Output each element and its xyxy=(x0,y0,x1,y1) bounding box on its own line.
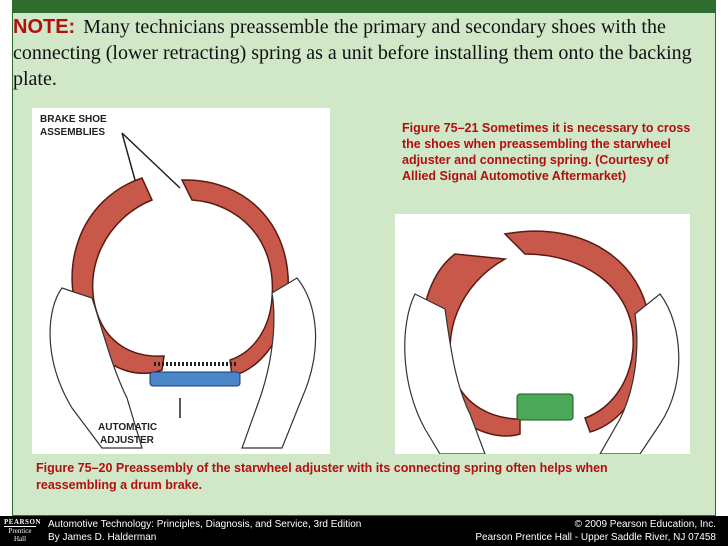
footer-right: © 2009 Pearson Education, Inc. Pearson P… xyxy=(475,519,716,544)
label-assemblies: ASSEMBLIES xyxy=(40,127,105,138)
secondary-shoe xyxy=(503,230,651,433)
note-text: Many technicians preassemble the primary… xyxy=(13,16,692,90)
right-hand xyxy=(241,277,317,449)
logo-prentice: Prentice xyxy=(8,527,32,535)
starwheel-adjuster xyxy=(516,393,574,421)
left-hand xyxy=(404,293,486,455)
slide-top-bar xyxy=(12,0,716,12)
label-brake-shoe: BRAKE SHOE xyxy=(40,114,107,125)
book-title: Automotive Technology: Principles, Diagn… xyxy=(48,519,362,530)
crossed-shoes-illustration xyxy=(404,230,680,455)
note-paragraph: NOTE:Many technicians preassemble the pr… xyxy=(13,14,693,92)
copyright: © 2009 Pearson Education, Inc. xyxy=(574,519,716,530)
slide-footer: PEARSON Prentice Hall Automotive Technol… xyxy=(0,516,728,546)
label-automatic: AUTOMATIC xyxy=(98,422,157,433)
starwheel-adjuster xyxy=(149,371,241,387)
note-label: NOTE: xyxy=(13,16,76,38)
brake-shoe-illustration: BRAKE SHOE ASSEMBLIES AUTOMATIC ADJUSTER xyxy=(40,114,317,449)
logo-pearson: PEARSON xyxy=(4,518,41,527)
footer-left: Automotive Technology: Principles, Diagn… xyxy=(48,519,361,544)
book-author: By James D. Halderman xyxy=(48,531,157,543)
figure-right-image xyxy=(395,214,690,455)
figure-right-caption: Figure 75–21 Sometimes it is necessary t… xyxy=(402,121,691,183)
figure-left-caption: Figure 75–20 Preassembly of the starwhee… xyxy=(36,461,608,492)
arrow-line xyxy=(121,132,181,189)
left-hand xyxy=(49,287,143,449)
right-hand xyxy=(598,293,680,455)
label-adjuster: ADJUSTER xyxy=(100,435,155,446)
publisher-address: Pearson Prentice Hall - Upper Saddle Riv… xyxy=(475,531,716,543)
figure-left-image: BRAKE SHOE ASSEMBLIES AUTOMATIC ADJUSTER xyxy=(32,108,330,454)
publisher-logo: PEARSON Prentice Hall xyxy=(0,516,40,546)
logo-hall: Hall xyxy=(13,535,27,543)
